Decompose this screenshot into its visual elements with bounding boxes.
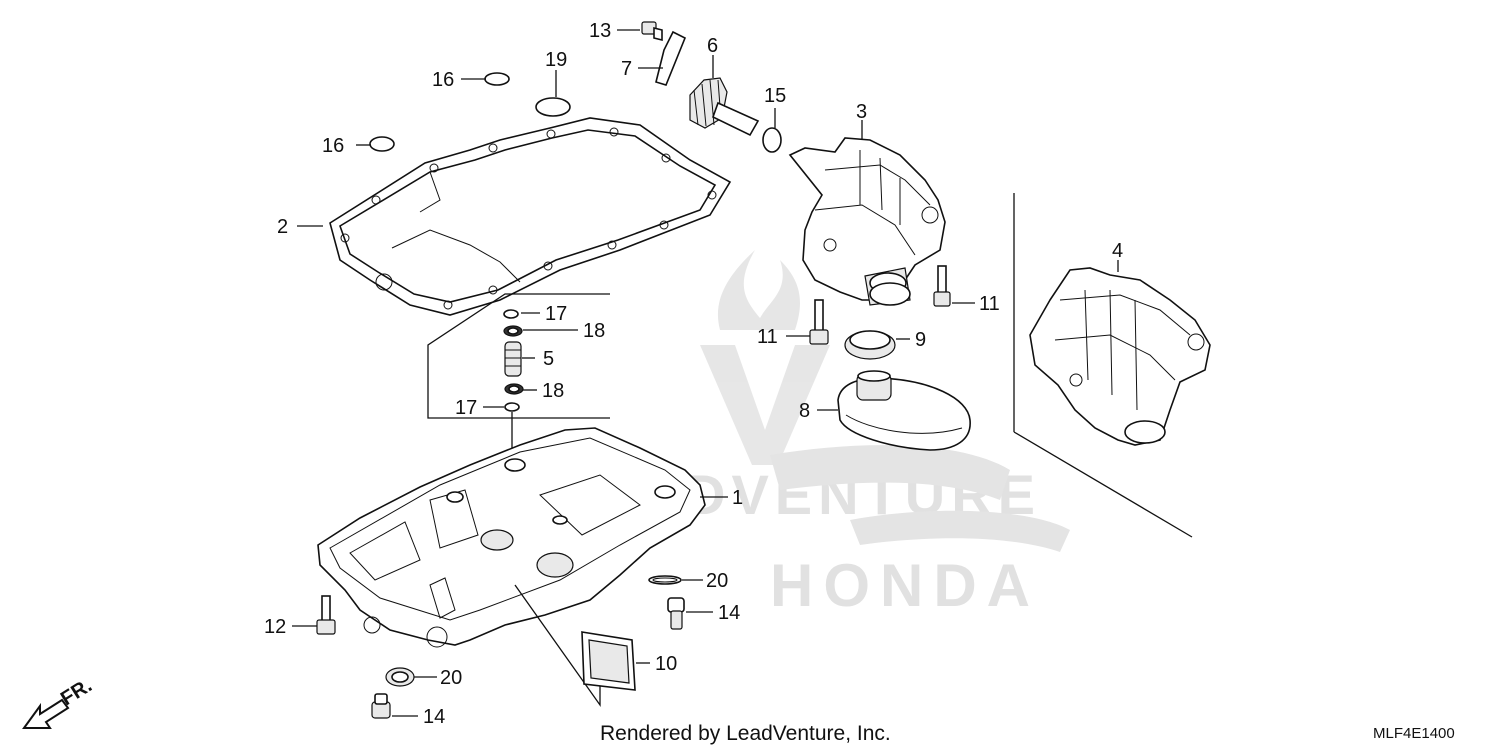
oil-pan-1 (317, 427, 706, 648)
callout-9[interactable]: 9 (915, 329, 926, 351)
o-ring-16b (369, 136, 395, 152)
ring-20a (648, 575, 682, 585)
callout-19[interactable]: 19 (545, 49, 567, 71)
pump-shaft-gear-6 (689, 77, 760, 137)
callout-17a[interactable]: 17 (545, 303, 567, 325)
gasket (329, 117, 732, 316)
filter-10 (581, 631, 636, 691)
callout-20b[interactable]: 20 (440, 667, 462, 689)
callout-11a[interactable]: 11 (757, 326, 778, 348)
callout-10[interactable]: 10 (655, 653, 677, 675)
callout-16a[interactable]: 16 (432, 69, 454, 91)
assembly-4-frame (1013, 193, 1193, 538)
footer-credit: Rendered by LeadVenture, Inc. (600, 722, 891, 745)
callout-4[interactable]: 4 (1112, 240, 1123, 262)
watermark-brand-text: HONDA (770, 552, 1040, 619)
front-arrow-icon (22, 698, 70, 729)
oil-pump-assembly-4 (1029, 267, 1211, 446)
callout-17b[interactable]: 17 (455, 397, 477, 419)
seal-9 (844, 330, 896, 360)
callout-11b[interactable]: 11 (979, 293, 1000, 315)
plug-14a (667, 597, 685, 630)
oil-pump-3 (788, 137, 946, 306)
callout-5[interactable]: 5 (543, 348, 554, 370)
plate-7 (655, 30, 687, 86)
leader-lines (292, 29, 1119, 717)
strainer-8 (837, 370, 971, 451)
leadventure-flame-logo (700, 250, 830, 465)
callout-6[interactable]: 6 (707, 35, 718, 57)
bolt-13 (641, 21, 663, 42)
callout-3[interactable]: 3 (856, 101, 867, 123)
callout-13[interactable]: 13 (589, 20, 611, 42)
bolt-12 (316, 595, 336, 635)
callout-1[interactable]: 1 (732, 487, 743, 509)
o-ring-19 (535, 97, 571, 117)
callout-14b[interactable]: 14 (423, 706, 445, 728)
honda-wing-logo (770, 445, 1070, 552)
callout-15[interactable]: 15 (764, 85, 786, 107)
callout-16b[interactable]: 16 (322, 135, 344, 157)
callout-20a[interactable]: 20 (706, 570, 728, 592)
drain-plug-14b (371, 693, 391, 719)
o-ring-16a (484, 72, 510, 86)
bolt-11b (933, 265, 951, 307)
diagram-code: MLF4E1400 (1373, 725, 1455, 742)
callout-2[interactable]: 2 (277, 216, 288, 238)
washer-20b (385, 667, 415, 687)
callout-7[interactable]: 7 (621, 58, 632, 80)
o-ring-15 (762, 127, 782, 153)
bolt-11a (809, 299, 829, 345)
callout-18a[interactable]: 18 (583, 320, 605, 342)
callouts: 1 2 3 4 5 6 7 8 9 10 11 11 12 13 14 14 1… (264, 20, 1123, 728)
callout-14a[interactable]: 14 (718, 602, 740, 624)
front-arrow: FR. (22, 675, 96, 729)
detail-bracket (427, 293, 610, 419)
callout-8[interactable]: 8 (799, 400, 810, 422)
callout-12[interactable]: 12 (264, 616, 286, 638)
callout-18b[interactable]: 18 (542, 380, 564, 402)
